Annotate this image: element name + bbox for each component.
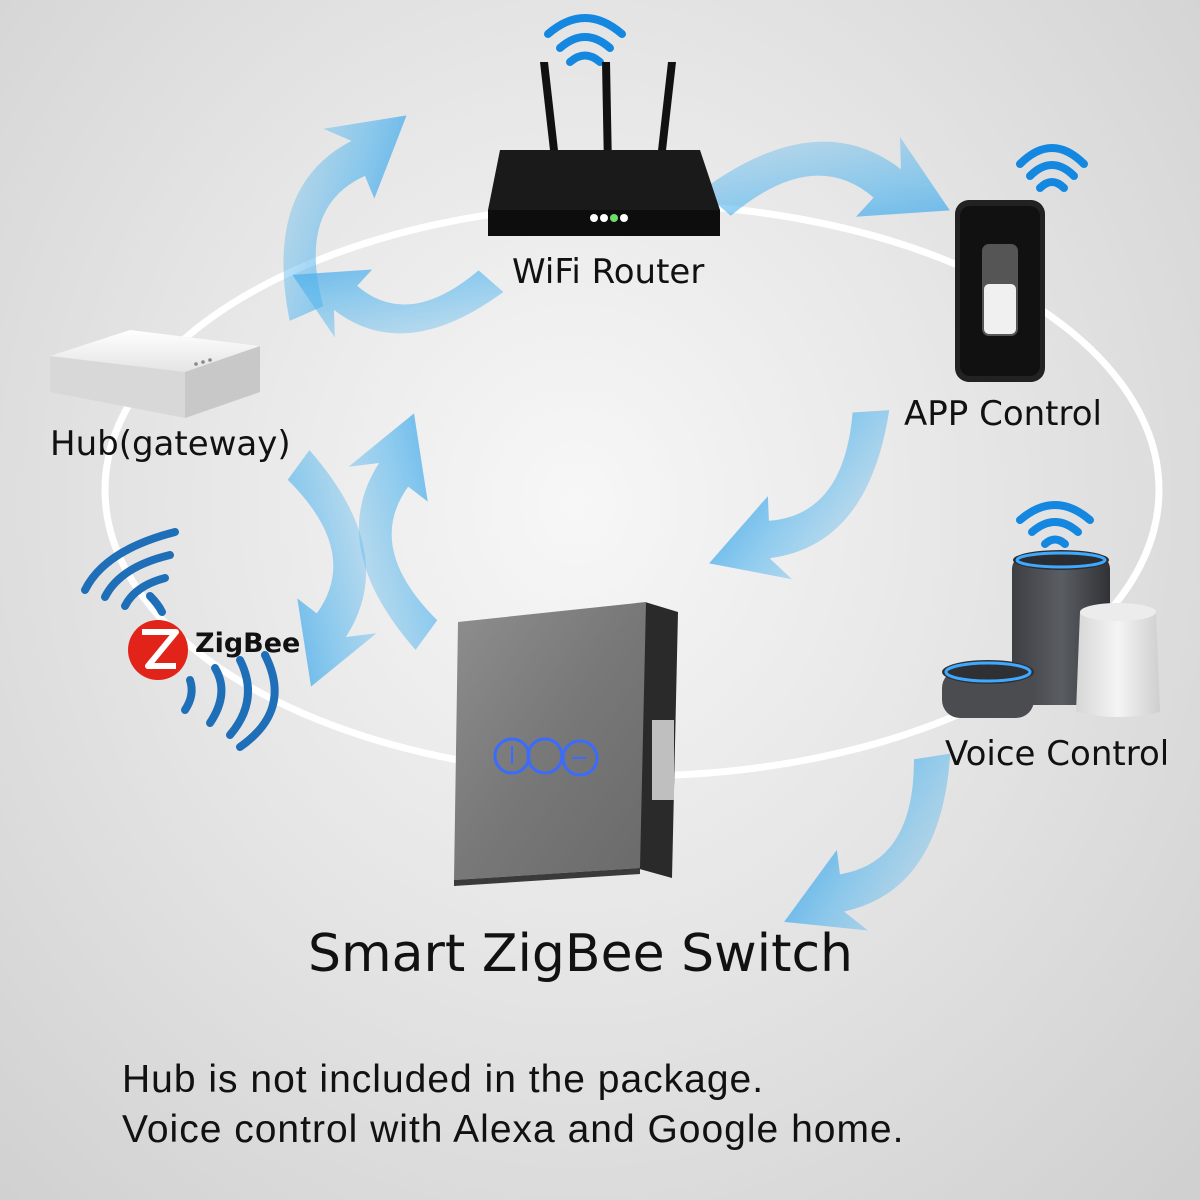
arrow-voice-to-switch <box>676 398 937 609</box>
router-label: WiFi Router <box>512 252 705 292</box>
voice-control-label: Voice Control <box>945 734 1170 774</box>
note-hub: Hub is not included in the package. <box>122 1058 765 1101</box>
hub-gateway-icon <box>50 330 260 418</box>
touch-switch-panel <box>454 602 678 886</box>
echo-dot-icon <box>942 660 1034 718</box>
zigbee-logo-icon <box>128 620 188 680</box>
zigbee-signal-icon <box>81 528 279 751</box>
note-voice: Voice control with Alexa and Google home… <box>122 1108 905 1151</box>
google-home-icon <box>1076 603 1160 717</box>
hub-label: Hub(gateway) <box>50 424 291 464</box>
smartphone-icon <box>955 144 1088 382</box>
zigbee-logo-text: ZigBee <box>195 628 301 659</box>
wifi-signal-icon <box>1016 501 1094 548</box>
wifi-router-icon <box>488 14 720 236</box>
app-control-label: APP Control <box>904 394 1102 434</box>
product-title: Smart ZigBee Switch <box>308 924 854 984</box>
dim-up-touch-icon <box>561 739 599 777</box>
